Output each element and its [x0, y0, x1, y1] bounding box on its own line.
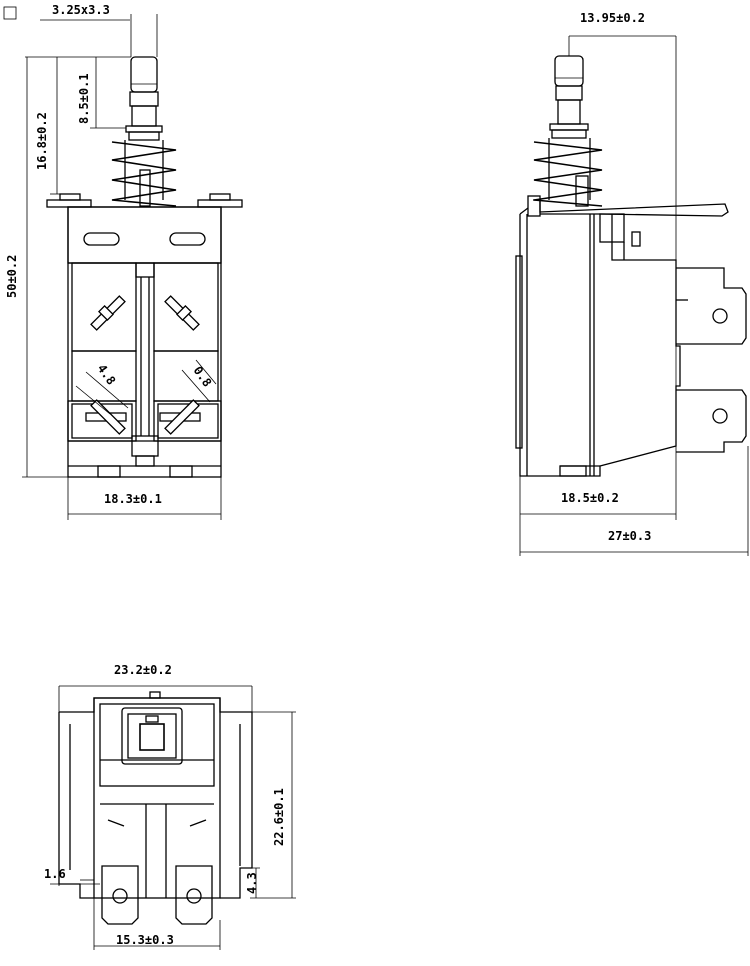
side-housing: [515, 213, 681, 477]
dim-angle-right: 0.8: [191, 364, 215, 390]
dim-top-marker: 3.25x3.3: [52, 3, 110, 17]
side-frame: [519, 195, 729, 217]
dim-side-plunger-offset: 13.95±0.2: [580, 11, 645, 25]
front-view: 3.25x3.3: [3, 3, 243, 520]
bottom-terminals: [101, 865, 213, 925]
marker-square: [3, 6, 17, 20]
dim-plunger-height: 16.8±0.2: [35, 112, 49, 170]
dim-bottom-tab-offset: 1.6: [44, 867, 66, 881]
front-mount-tabs: [46, 193, 243, 208]
dim-side-total-depth: 27±0.3: [608, 529, 651, 543]
bottom-housing: [58, 691, 253, 899]
front-spring: [111, 140, 177, 207]
dim-bottom-total-width: 23.2±0.2: [114, 663, 172, 677]
side-dim-lines: [519, 35, 749, 556]
front-angle-leaders: [75, 359, 217, 415]
dim-bottom-terminal-height: 4.3: [245, 872, 259, 894]
side-view: 13.95±0.2 18.5±0.2 27±0.3: [515, 11, 749, 556]
bottom-plunger-head: [121, 707, 183, 765]
front-lower-contacts: [85, 399, 201, 435]
side-terminals: [676, 267, 747, 453]
dim-bottom-terminal-spacing: 15.3±0.3: [116, 933, 174, 947]
dim-total-height: 50±0.2: [5, 255, 19, 298]
front-dim-lines: [22, 14, 222, 520]
dim-body-width: 18.3±0.1: [104, 492, 162, 506]
front-upper-contacts: [90, 295, 200, 331]
dim-bottom-height: 22.6±0.1: [272, 788, 286, 846]
side-spring: [533, 138, 603, 207]
dim-side-body-depth: 18.5±0.2: [561, 491, 619, 505]
front-housing: [67, 206, 222, 478]
bottom-view: 23.2±0.2 22.6±0.1 1.6 4.3 15.3±0.3: [44, 663, 296, 950]
front-plunger: [125, 56, 163, 141]
dim-stroke: 8.5±0.1: [77, 73, 91, 124]
bottom-dim-lines: [50, 685, 296, 950]
dim-angle-left: 4.8: [95, 362, 119, 388]
side-plunger: [549, 55, 589, 139]
